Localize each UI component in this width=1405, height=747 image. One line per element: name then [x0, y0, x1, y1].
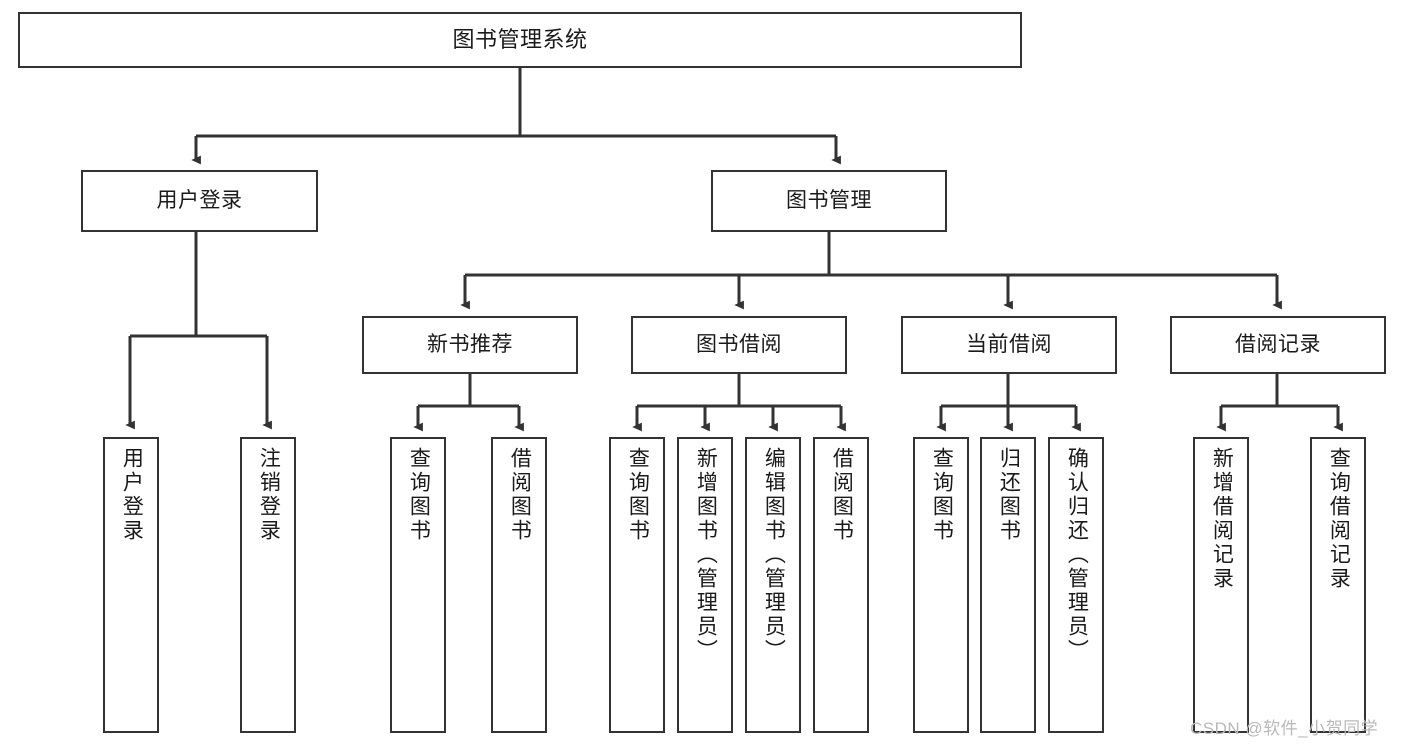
leaf-current-confirm-return-label: 确认归还（管理员） — [1065, 447, 1089, 663]
leaf-borrow-query-book-label: 查询图书 — [626, 447, 650, 543]
leaf-borrow-query-book[interactable]: 查询图书 — [609, 437, 665, 733]
node-new-book-recommend[interactable]: 新书推荐 — [362, 316, 578, 374]
leaf-current-query-book-label: 查询图书 — [930, 447, 954, 543]
leaf-borrow-edit-book[interactable]: 编辑图书（管理员） — [745, 437, 801, 733]
node-book-borrow-label: 图书借阅 — [696, 332, 782, 356]
watermark: CSDN @软件_小贺同学 — [1190, 719, 1379, 738]
leaf-user-login-signout[interactable]: 注销登录 — [240, 437, 296, 733]
node-borrow-record[interactable]: 借阅记录 — [1170, 316, 1386, 374]
leaf-record-add-label: 新增借阅记录 — [1210, 447, 1234, 591]
node-user-login[interactable]: 用户登录 — [81, 170, 318, 232]
node-user-login-label: 用户登录 — [156, 188, 243, 212]
node-new-book-recommend-label: 新书推荐 — [427, 332, 513, 356]
leaf-borrow-add-book[interactable]: 新增图书（管理员） — [677, 437, 733, 733]
leaf-borrow-borrow-book-label: 借阅图书 — [830, 447, 854, 543]
node-root-label: 图书管理系统 — [452, 27, 588, 53]
leaf-new-book-borrow-label: 借阅图书 — [508, 447, 532, 543]
node-book-borrow[interactable]: 图书借阅 — [631, 316, 847, 374]
leaf-current-confirm-return[interactable]: 确认归还（管理员） — [1048, 437, 1104, 733]
leaf-record-query-label: 查询借阅记录 — [1327, 447, 1351, 591]
node-current-borrow-label: 当前借阅 — [966, 332, 1052, 356]
node-book-management-label: 图书管理 — [786, 188, 872, 212]
node-current-borrow[interactable]: 当前借阅 — [901, 316, 1117, 374]
node-book-management[interactable]: 图书管理 — [711, 170, 947, 232]
node-borrow-record-label: 借阅记录 — [1235, 332, 1321, 356]
leaf-user-login-signin[interactable]: 用户登录 — [103, 437, 159, 733]
leaf-record-query[interactable]: 查询借阅记录 — [1310, 437, 1366, 733]
leaf-user-login-signin-label: 用户登录 — [120, 447, 144, 543]
leaf-borrow-borrow-book[interactable]: 借阅图书 — [813, 437, 869, 733]
leaf-current-query-book[interactable]: 查询图书 — [913, 437, 969, 733]
leaf-new-book-query-label: 查询图书 — [407, 447, 431, 543]
leaf-borrow-edit-book-label: 编辑图书（管理员） — [762, 447, 786, 663]
leaf-user-login-signout-label: 注销登录 — [257, 447, 281, 543]
leaf-current-return-book[interactable]: 归还图书 — [980, 437, 1036, 733]
leaf-new-book-query[interactable]: 查询图书 — [390, 437, 446, 733]
leaf-borrow-add-book-label: 新增图书（管理员） — [694, 447, 718, 663]
node-root[interactable]: 图书管理系统 — [18, 12, 1022, 68]
leaf-current-return-book-label: 归还图书 — [997, 447, 1021, 543]
leaf-new-book-borrow[interactable]: 借阅图书 — [491, 437, 547, 733]
leaf-record-add[interactable]: 新增借阅记录 — [1193, 437, 1249, 733]
